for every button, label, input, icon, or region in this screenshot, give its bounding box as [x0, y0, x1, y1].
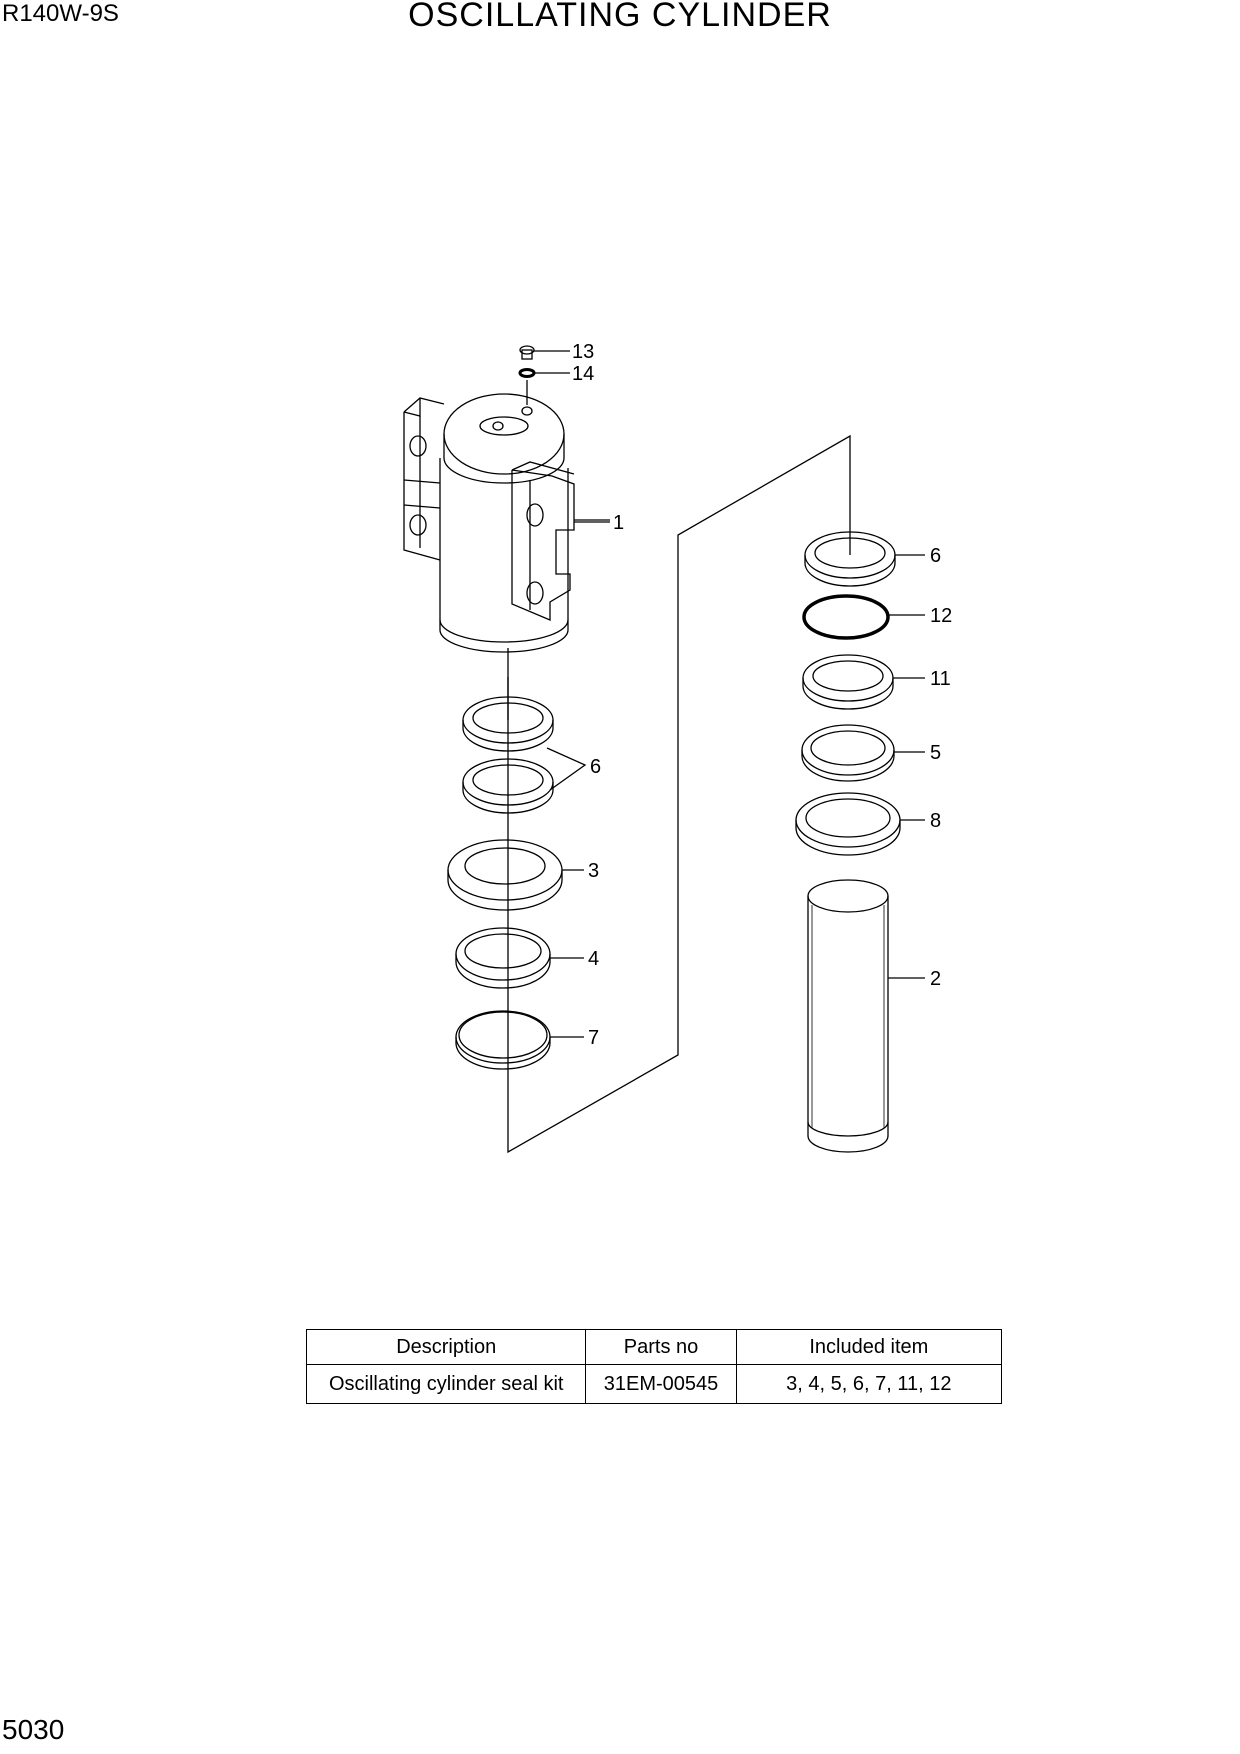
callout-5: 5: [930, 742, 941, 764]
callout-12: 12: [930, 605, 952, 627]
ring-part-6-lower: [462, 747, 587, 814]
page-title: OSCILLATING CYLINDER: [408, 0, 832, 34]
column-header-parts-no: Parts no: [585, 1329, 737, 1365]
ring-part-5: [801, 724, 925, 782]
callout-3: 3: [588, 860, 599, 882]
ring-part-3: [447, 839, 584, 911]
oring-part-12: [802, 594, 925, 640]
ring-part-6-upper: [462, 696, 554, 752]
table-row: Oscillating cylinder seal kit 31EM-00545…: [305, 1364, 1003, 1404]
cell-description: Oscillating cylinder seal kit: [305, 1364, 587, 1404]
column-header-included-item: Included item: [735, 1329, 1003, 1365]
ring-part-8: [795, 792, 925, 856]
assembly-connection-line: [507, 434, 851, 1154]
model-number: R140W-9S: [2, 0, 119, 27]
pin-part-2: [807, 879, 925, 1153]
ring-part-6-right: [804, 531, 925, 587]
ring-part-11: [802, 654, 925, 710]
table-header-row: Description Parts no Included item: [305, 1329, 1003, 1365]
callout-14: 14: [572, 363, 594, 385]
callout-1: 1: [613, 512, 624, 534]
callout-6-left: 6: [590, 756, 601, 778]
seal-kit-table: Description Parts no Included item Oscil…: [305, 1329, 1003, 1404]
washer-part-14: [518, 368, 570, 405]
callout-8: 8: [930, 810, 941, 832]
ring-part-4: [455, 927, 584, 989]
ring-part-7: [455, 1010, 584, 1070]
cylinder-body-part-1: [403, 393, 610, 653]
callout-7: 7: [588, 1027, 599, 1049]
cell-parts-no: 31EM-00545: [585, 1364, 737, 1404]
column-header-description: Description: [305, 1329, 587, 1365]
callout-4: 4: [588, 948, 599, 970]
page-number: 5030: [2, 1714, 65, 1745]
callout-13: 13: [572, 341, 594, 363]
callout-6-right: 6: [930, 545, 941, 567]
callout-11: 11: [930, 668, 951, 690]
callout-2: 2: [930, 968, 941, 990]
bolt-part-13: [519, 345, 570, 360]
cell-included-item: 3, 4, 5, 6, 7, 11, 12: [735, 1364, 1003, 1404]
